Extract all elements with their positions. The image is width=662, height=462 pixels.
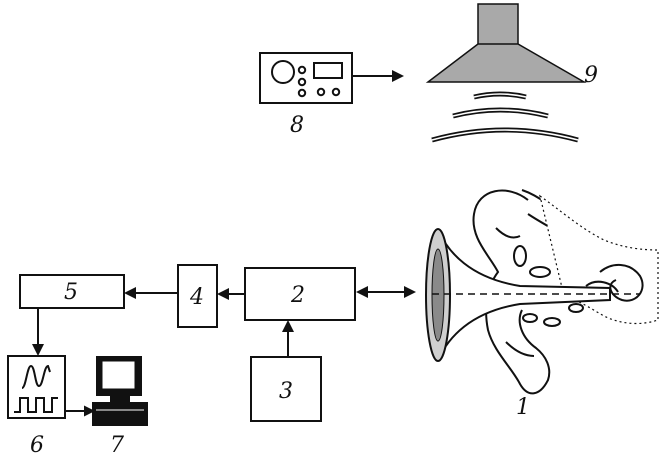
block-5 bbox=[19, 274, 125, 309]
oscilloscope-icon bbox=[7, 355, 66, 419]
block-4 bbox=[177, 264, 218, 328]
generator-label: 8 bbox=[290, 113, 304, 138]
block-2 bbox=[244, 267, 356, 321]
arrow-generator-to-speaker bbox=[352, 70, 404, 82]
arrow-block3-to-block2 bbox=[282, 320, 294, 357]
ear-label: 1 bbox=[516, 395, 530, 420]
oscilloscope-label: 6 bbox=[30, 433, 44, 458]
block-3 bbox=[250, 356, 322, 422]
block-5-label: 5 bbox=[64, 280, 78, 305]
sound-waves-icon bbox=[431, 91, 579, 143]
arrow-block2-to-probe bbox=[356, 286, 416, 298]
generator-icon bbox=[259, 52, 353, 104]
block-4-label: 4 bbox=[189, 285, 204, 310]
ear-horn-icon bbox=[425, 228, 640, 362]
arrow-oscilloscope-to-computer bbox=[65, 405, 95, 417]
arrow-block2-to-block4 bbox=[217, 288, 245, 300]
loudspeaker-icon bbox=[425, 3, 587, 83]
arrow-block4-to-block5 bbox=[124, 287, 178, 299]
block-3-label: 3 bbox=[279, 379, 293, 404]
computer-icon bbox=[92, 356, 148, 426]
arrow-block5-to-oscilloscope bbox=[32, 308, 44, 356]
block-2-label: 2 bbox=[290, 283, 305, 308]
loudspeaker-label: 9 bbox=[584, 63, 598, 88]
computer-label: 7 bbox=[110, 433, 124, 458]
